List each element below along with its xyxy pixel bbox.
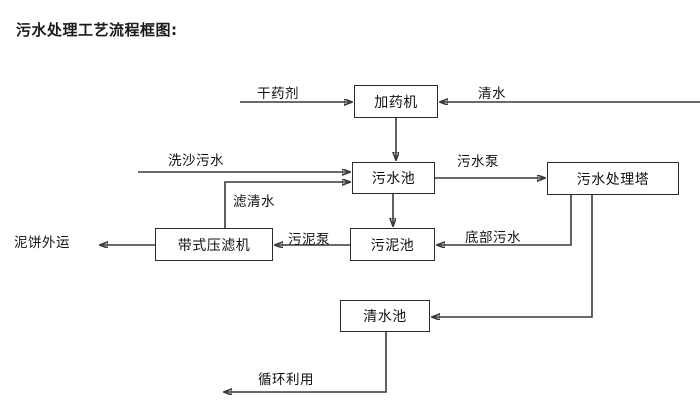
edge-label-bottom-sewage: 底部污水 <box>465 230 521 246</box>
node-label-belt-filter-press: 带式压滤机 <box>177 237 251 254</box>
wire-recycling-reuse <box>224 332 387 392</box>
node-treatment-tower[interactable]: 污水处理塔 <box>547 162 679 195</box>
page-title: 污水处理工艺流程框图: <box>16 21 178 39</box>
wire-filtered-clear-water <box>224 182 350 228</box>
node-sludge-pool[interactable]: 污泥池 <box>350 228 435 261</box>
node-label-sewage-pool: 污水池 <box>371 171 416 187</box>
edge-label-recycling-reuse: 循环利用 <box>258 372 314 388</box>
wire-tower-to-clear-water-pool <box>432 195 593 317</box>
node-label-treatment-tower: 污水处理塔 <box>576 171 650 188</box>
node-label-clear-water-pool: 清水池 <box>363 309 407 325</box>
edge-label-mud-cake-transport: 泥饼外运 <box>14 235 70 251</box>
node-dosing-machine[interactable]: 加药机 <box>354 85 438 118</box>
node-clear-water-pool[interactable]: 清水池 <box>340 300 430 332</box>
edge-label-dry-chemical: 干药剂 <box>257 86 299 102</box>
node-sewage-pool[interactable]: 污水池 <box>352 162 435 194</box>
node-label-dosing-machine: 加药机 <box>374 94 418 111</box>
edge-label-clean-water: 清水 <box>478 86 506 102</box>
node-label-sludge-pool: 污泥池 <box>370 237 415 254</box>
edge-label-filtered-clear-water: 滤清水 <box>233 194 275 210</box>
edge-label-sludge-pump: 污泥泵 <box>288 232 330 248</box>
edge-label-sand-wash-sewage: 洗沙污水 <box>168 153 224 169</box>
edge-label-sewage-pump: 污水泵 <box>457 154 499 170</box>
wire-bottom-sewage <box>437 195 572 245</box>
node-belt-filter-press[interactable]: 带式压滤机 <box>155 228 273 261</box>
